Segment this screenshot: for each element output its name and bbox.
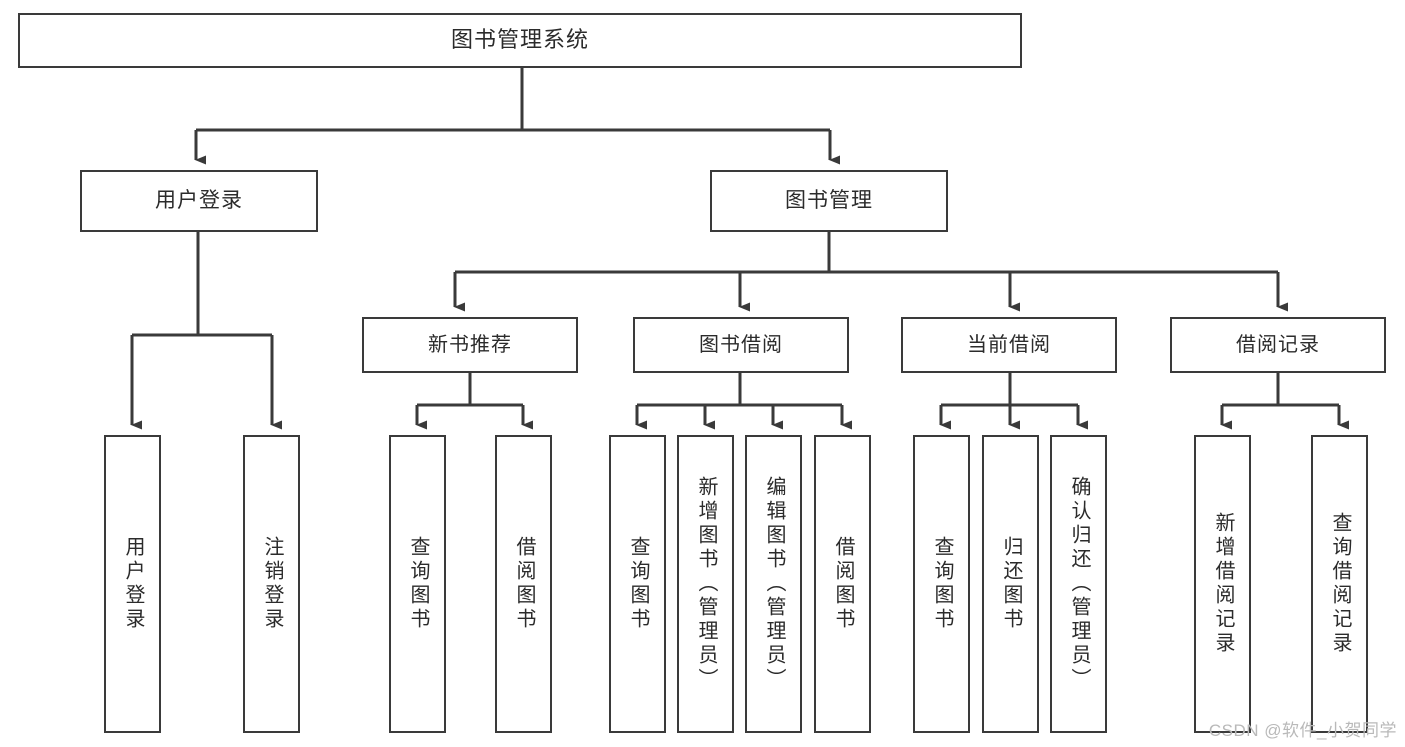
leaf-record-add-record[interactable]: 新增借阅记录 (1194, 435, 1251, 733)
leaf-label: 用户登录 (122, 536, 144, 632)
csdn-watermark: CSDN @软件_小贺同学 (1208, 721, 1397, 740)
leaf-borrow-edit-book-admin[interactable]: 编辑图书（管理员） (745, 435, 802, 733)
leaf-label: 查询图书 (407, 536, 429, 632)
leaf-label: 查询图书 (931, 536, 953, 632)
leaf-label: 查询图书 (627, 536, 649, 632)
node-user-login[interactable]: 用户登录 (80, 170, 318, 232)
leaf-recommend-borrow-book[interactable]: 借阅图书 (495, 435, 552, 733)
node-current-borrow[interactable]: 当前借阅 (901, 317, 1117, 373)
node-borrow-record[interactable]: 借阅记录 (1170, 317, 1386, 373)
leaf-label: 查询借阅记录 (1329, 512, 1351, 656)
leaf-label: 注销登录 (261, 536, 283, 632)
leaf-label: 借阅图书 (513, 536, 535, 632)
leaf-borrow-query-book[interactable]: 查询图书 (609, 435, 666, 733)
leaf-user-login-logout[interactable]: 注销登录 (243, 435, 300, 733)
leaf-current-query-book[interactable]: 查询图书 (913, 435, 970, 733)
leaf-label: 新增图书（管理员） (695, 476, 717, 692)
node-root-system[interactable]: 图书管理系统 (18, 13, 1022, 68)
leaf-record-query-record[interactable]: 查询借阅记录 (1311, 435, 1368, 733)
leaf-borrow-borrow-book[interactable]: 借阅图书 (814, 435, 871, 733)
leaf-borrow-add-book-admin[interactable]: 新增图书（管理员） (677, 435, 734, 733)
leaf-label: 借阅图书 (832, 536, 854, 632)
leaf-label: 归还图书 (1000, 536, 1022, 632)
leaf-current-return-book[interactable]: 归还图书 (982, 435, 1039, 733)
node-book-borrow[interactable]: 图书借阅 (633, 317, 849, 373)
node-book-management[interactable]: 图书管理 (710, 170, 948, 232)
leaf-user-login-login[interactable]: 用户登录 (104, 435, 161, 733)
leaf-label: 新增借阅记录 (1212, 512, 1234, 656)
leaf-recommend-query-book[interactable]: 查询图书 (389, 435, 446, 733)
leaf-label: 编辑图书（管理员） (763, 476, 785, 692)
node-new-book-recommend[interactable]: 新书推荐 (362, 317, 578, 373)
leaf-current-confirm-return-admin[interactable]: 确认归还（管理员） (1050, 435, 1107, 733)
leaf-label: 确认归还（管理员） (1068, 476, 1090, 692)
